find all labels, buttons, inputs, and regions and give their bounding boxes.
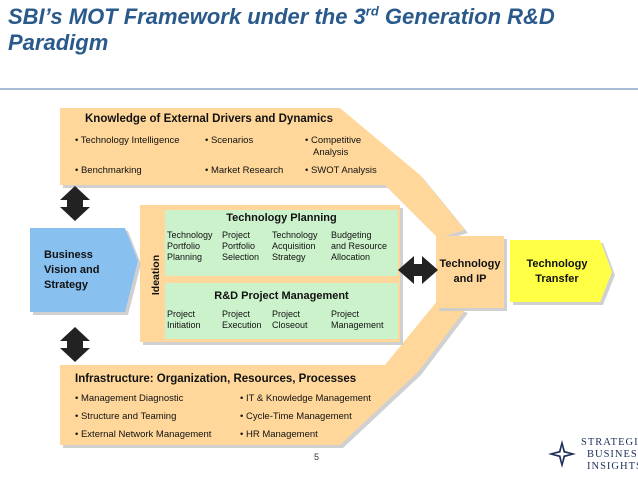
knowledge-item: • Technology Intelligence — [75, 135, 180, 146]
page-title: SBI’s MOT Framework under the 3rd Genera… — [8, 4, 633, 56]
ideation-box: Ideation — [147, 210, 165, 340]
technology-ip-line: and IP — [453, 273, 487, 285]
knowledge-item: • Benchmarking — [75, 165, 142, 176]
business-vision-shape — [30, 228, 138, 312]
rd-project-management-header: R&D Project Management — [214, 290, 349, 302]
tp-cell: Strategy — [272, 252, 306, 262]
knowledge-item: Analysis — [313, 147, 349, 158]
logo-text: STRATEGIC BUSINESS INSIGHTS — [581, 437, 638, 473]
rd-cell: Initiation — [167, 320, 201, 330]
title-main: SBI’s MOT Framework under the 3 — [8, 4, 366, 29]
rd-project-management-box: R&D Project Management Project Initiatio… — [165, 283, 398, 339]
tp-column: Technology Acquisition Strategy — [272, 230, 318, 263]
infrastructure-item: • IT & Knowledge Management — [240, 393, 371, 404]
knowledge-header: Knowledge of External Drivers and Dynami… — [85, 113, 333, 125]
rd-column: Project Closeout — [272, 309, 308, 331]
rd-cell: Closeout — [272, 320, 308, 330]
knowledge-item: • Scenarios — [205, 135, 254, 146]
business-vision-line: Vision and — [44, 264, 100, 276]
rd-cell: Execution — [222, 320, 262, 330]
double-arrow-top — [60, 186, 90, 221]
logo-line: BUSINESS — [587, 449, 638, 460]
compass-star-icon — [548, 440, 576, 468]
title-superscript: rd — [365, 3, 379, 19]
infrastructure-item: • Management Diagnostic — [75, 393, 184, 404]
rd-cell: Project — [167, 309, 196, 319]
title-rest: Generation R&D Paradigm — [8, 4, 555, 55]
logo-line: STRATEGIC — [581, 437, 638, 448]
infrastructure-band — [60, 300, 465, 445]
rd-cell: Project — [331, 309, 360, 319]
tp-cell: and Resource — [331, 241, 388, 251]
tp-cell: Technology — [167, 230, 213, 240]
tp-cell: Portfolio — [222, 241, 256, 251]
rd-column: Project Initiation — [167, 309, 201, 331]
infrastructure-item: • Structure and Teaming — [75, 411, 177, 422]
rd-cell: Project — [222, 309, 251, 319]
rd-cell: Management — [331, 320, 384, 330]
knowledge-band — [60, 108, 465, 238]
title-divider — [0, 88, 638, 90]
technology-planning-box: Technology Planning Technology Portfolio… — [165, 210, 398, 276]
technology-transfer-line: Technology — [526, 258, 588, 270]
rd-cell: Project — [272, 309, 301, 319]
tp-column: Technology Portfolio Planning — [167, 230, 213, 263]
technology-transfer-box: Technology Transfer — [512, 257, 602, 287]
double-arrow-right — [398, 256, 438, 284]
ideation-label: Ideation — [150, 254, 162, 296]
infrastructure-item: • HR Management — [240, 429, 318, 440]
page-number: 5 — [314, 452, 320, 462]
technology-transfer-line: Transfer — [535, 273, 579, 285]
knowledge-item: • SWOT Analysis — [305, 165, 377, 176]
rd-column: Project Management — [331, 309, 384, 331]
tp-column: Project Portfolio Selection — [222, 230, 259, 263]
technology-ip-shape — [436, 236, 504, 308]
technology-ip-box: Technology and IP — [436, 257, 504, 287]
infrastructure-header: Infrastructure: Organization, Resources,… — [75, 373, 357, 385]
tp-cell: Acquisition — [272, 241, 316, 251]
rd-column: Project Execution — [222, 309, 262, 331]
technology-planning-header: Technology Planning — [226, 212, 337, 224]
business-vision-line: Business — [44, 249, 93, 261]
tp-cell: Portfolio — [167, 241, 201, 251]
tp-cell: Selection — [222, 252, 260, 262]
tp-cell: Technology — [272, 230, 318, 240]
tp-cell: Planning — [167, 252, 203, 262]
business-vision-box: Business Vision and Strategy — [44, 248, 99, 293]
technology-transfer-shape — [510, 240, 612, 302]
technology-ip-line: Technology — [439, 258, 501, 270]
logo-line: INSIGHTS — [587, 461, 638, 472]
double-arrow-bottom — [60, 327, 90, 362]
tp-cell: Project — [222, 230, 251, 240]
knowledge-item: • Competitive — [305, 135, 362, 146]
tp-cell: Allocation — [331, 252, 371, 262]
tp-cell: Budgeting — [331, 230, 372, 240]
business-vision-line: Strategy — [44, 279, 89, 291]
infrastructure-item: • Cycle-Time Management — [240, 411, 352, 422]
sbi-logo: STRATEGIC BUSINESS INSIGHTS — [548, 432, 638, 476]
infrastructure-item: • External Network Management — [75, 429, 212, 440]
tp-column: Budgeting and Resource Allocation — [331, 230, 387, 263]
knowledge-item: • Market Research — [205, 165, 284, 176]
